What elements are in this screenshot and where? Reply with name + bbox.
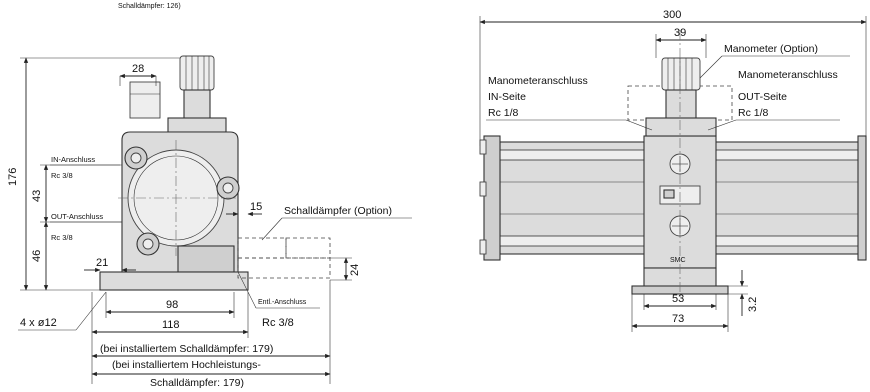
dim-3-2: 3.2 bbox=[747, 297, 759, 312]
in-port-label: IN-Anschluss bbox=[51, 155, 95, 164]
gauge-port-stub bbox=[129, 81, 161, 119]
end-cap-left bbox=[479, 135, 501, 261]
cylinder-right bbox=[713, 141, 861, 255]
gauge-port-out-label-1: Manometeranschluss bbox=[738, 69, 838, 81]
gauge-port-in-label-1: Manometeranschluss bbox=[488, 75, 588, 87]
out-port-size: Rc 3/8 bbox=[51, 233, 73, 242]
silencer-label: Schalldämpfer (Option) bbox=[284, 205, 392, 217]
dim-15: 15 bbox=[250, 201, 262, 213]
side-view: Schalldämpfer: 126) bbox=[7, 3, 412, 389]
dim-118: 118 bbox=[162, 319, 180, 331]
silencer-length-note-1: (bei installiertem Schalldämpfer: 179) bbox=[100, 343, 273, 355]
dim-46: 46 bbox=[31, 250, 43, 262]
exhaust-port-label: Entl.-Anschluss bbox=[258, 299, 307, 306]
end-cap-right bbox=[857, 135, 867, 261]
dim-24: 24 bbox=[349, 264, 361, 276]
dim-43: 43 bbox=[31, 190, 43, 202]
gauge-port-out-label-3: Rc 1/8 bbox=[738, 107, 769, 119]
base-plate bbox=[99, 271, 249, 291]
cylinder-left bbox=[499, 141, 647, 255]
booster-body bbox=[118, 131, 240, 273]
exhaust-port-size: Rc 3/8 bbox=[262, 317, 294, 329]
silencer-length-note-2: (bei installiertem Hochleistungs- bbox=[112, 359, 261, 371]
dim-21: 21 bbox=[96, 257, 108, 269]
top-note: Schalldämpfer: 126) bbox=[118, 3, 181, 10]
gauge-port-out-label-2: OUT-Seite bbox=[738, 91, 787, 103]
front-view: 300 39 bbox=[479, 9, 867, 332]
in-port-size: Rc 3/8 bbox=[51, 171, 73, 180]
dim-176: 176 bbox=[7, 168, 19, 186]
silencer-outline bbox=[237, 237, 331, 279]
gauge-port-in-label-2: IN-Seite bbox=[488, 91, 526, 103]
dim-53: 53 bbox=[672, 293, 684, 305]
dim-28: 28 bbox=[132, 63, 144, 75]
silencer-length-note-3: Schalldämpfer: 179) bbox=[150, 377, 244, 389]
gauge-port-in-label-3: Rc 1/8 bbox=[488, 107, 519, 119]
dim-98: 98 bbox=[166, 299, 178, 311]
dim-73: 73 bbox=[672, 313, 684, 325]
gauge-assembly bbox=[627, 57, 733, 137]
mounting-holes-label: 4 x ø12 bbox=[20, 317, 57, 329]
out-port-label: OUT-Anschluss bbox=[51, 212, 103, 221]
gauge-label: Manometer (Option) bbox=[724, 43, 818, 55]
dim-300: 300 bbox=[663, 9, 681, 21]
regulator-knob bbox=[167, 55, 227, 133]
brand-logo: SMC bbox=[670, 257, 686, 264]
